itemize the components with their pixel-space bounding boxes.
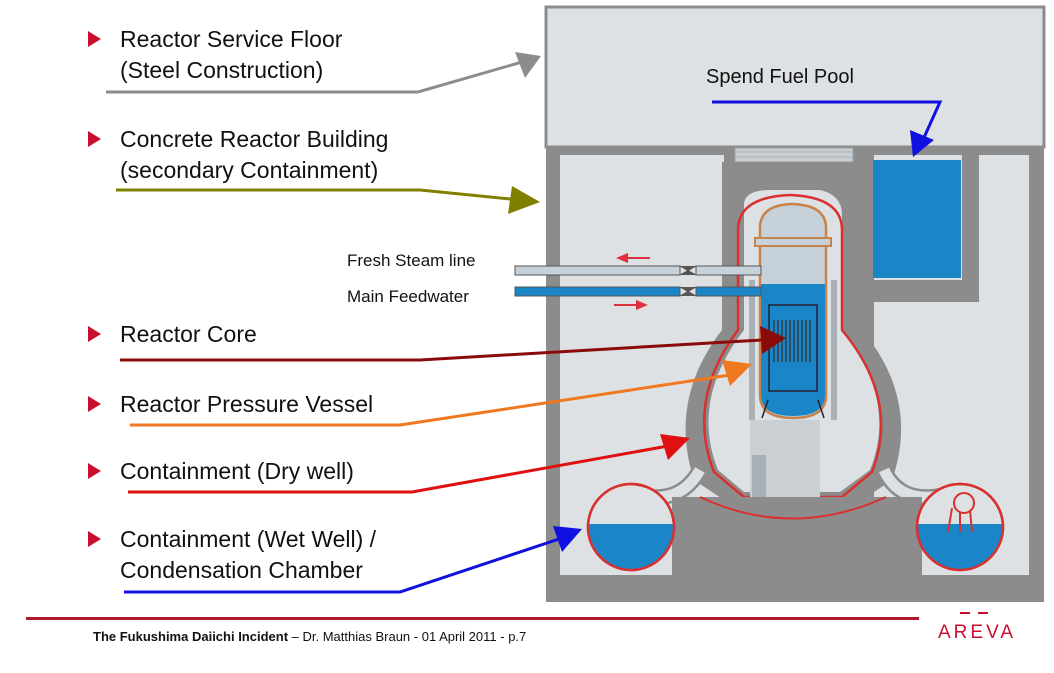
bullet-drywell [88,463,101,479]
drywell-liner [703,193,883,499]
footer-title: The Fukushima Daiichi Incident [93,629,289,644]
label-building-line1: Concrete Reactor Building [120,126,389,152]
label-wetwell-line1: Containment (Wet Well) / [120,526,377,552]
logo-mark-left [960,612,970,614]
reactor-core-fuel [773,320,811,362]
bullet-building [88,131,101,147]
service-floor-structure [544,5,1046,149]
biological-shield-right [831,280,837,420]
label-reactor-core: Reactor Core [120,321,257,347]
bullet-core [88,326,101,342]
pool-surround-left [859,152,873,302]
rpv-water [761,284,825,416]
core-arrow [120,326,786,362]
logo-mark-right [978,612,988,614]
bullet-wetwell [88,531,101,547]
label-drywell: Containment (Dry well) [120,458,354,484]
service-floor-arrow [106,52,541,94]
steam-flow-arrow [616,253,650,263]
feedwater-flow-arrow [614,300,648,310]
pool-surround-bottom [859,280,979,302]
fresh-steam-line-pipe [514,265,762,276]
containment-base [672,497,922,575]
drywell-arrow [128,434,690,494]
label-building-line2: (secondary Containment) [120,157,379,183]
rpv-arrow [130,360,752,427]
pool-surround-right [962,152,979,302]
label-fresh-steam-line: Fresh Steam line [347,251,476,270]
label-rpv: Reactor Pressure Vessel [120,391,374,417]
bullet-service-floor [88,31,101,47]
pool-arrow [712,100,943,157]
areva-logo: AREVA [938,622,1017,643]
label-service-floor-line2: (Steel Construction) [120,57,324,83]
biological-shield-left [749,280,755,420]
bullet-rpv [88,396,101,412]
footer-details: – Dr. Matthias Braun - 01 April 2011 - p… [288,629,527,644]
footer-rule [26,617,919,620]
reactor-shield-plug [734,147,854,163]
rpv-flange [754,237,832,247]
label-main-feedwater: Main Feedwater [347,287,469,306]
wetwell-arrow [124,526,582,594]
main-feedwater-pipe [514,286,762,297]
label-wetwell-line2: Condensation Chamber [120,557,363,583]
vent-header [953,492,975,514]
label-service-floor-line1: Reactor Service Floor [120,26,343,52]
footer-text: The Fukushima Daiichi Incident – Dr. Mat… [93,629,526,644]
spent-fuel-pool [873,160,961,278]
building-arrow [116,186,540,214]
label-spent-fuel-pool: Spend Fuel Pool [706,66,854,88]
